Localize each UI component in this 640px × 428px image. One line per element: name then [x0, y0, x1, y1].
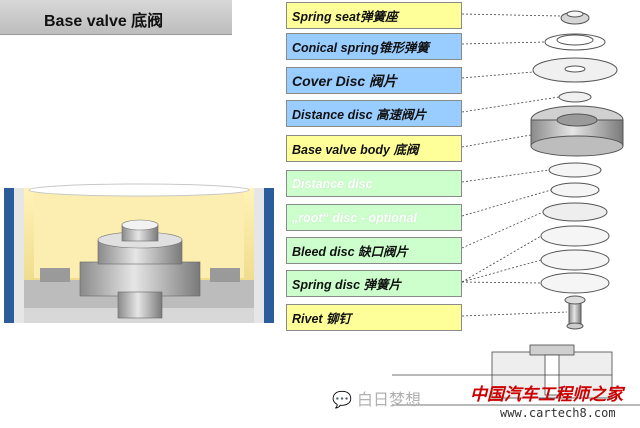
watermark-url: www.cartech8.com	[500, 406, 616, 420]
root-disc-part	[550, 182, 600, 198]
spring-disc-part-1	[540, 225, 610, 247]
distance-disc-part	[558, 91, 592, 103]
part-label-6: Distance disc	[286, 170, 462, 197]
title-bar: Base valve 底阀	[0, 0, 232, 35]
bleed-disc-part	[542, 202, 608, 222]
part-label-5: Base valve body 底阀	[286, 135, 462, 162]
spring-disc-part-3	[540, 272, 610, 294]
part-label-7: „root“ disc - optional	[286, 204, 462, 231]
part-label-10: Rivet 铆钉	[286, 304, 462, 331]
part-label-2: Conical spring锥形弹簧	[286, 33, 462, 60]
watermark-brand: 中国汽车工程师之家	[470, 385, 623, 405]
valve-body-part	[79, 261, 201, 297]
wechat-icon: 💬	[332, 390, 352, 409]
cross-section-fragment	[392, 344, 640, 406]
part-label-8: Bleed disc 缺口阀片	[286, 237, 462, 264]
part-label-4: Distance disc 高速阀片	[286, 100, 462, 127]
distance-disc-lower-part	[548, 162, 602, 178]
watermark-left: 💬 白日梦想	[332, 386, 421, 410]
page-title: Base valve 底阀	[44, 13, 164, 30]
watermark-left-text: 白日梦想	[357, 390, 422, 409]
part-label-3: Cover Disc 阀片	[286, 67, 462, 94]
conical-spring-part	[544, 33, 606, 51]
spring-disc-part-2	[540, 249, 610, 271]
part-label-9: Spring disc 弹簧片	[286, 270, 462, 297]
part-label-1: Spring seat弹簧座	[286, 2, 462, 29]
leader-lines	[461, 13, 568, 317]
